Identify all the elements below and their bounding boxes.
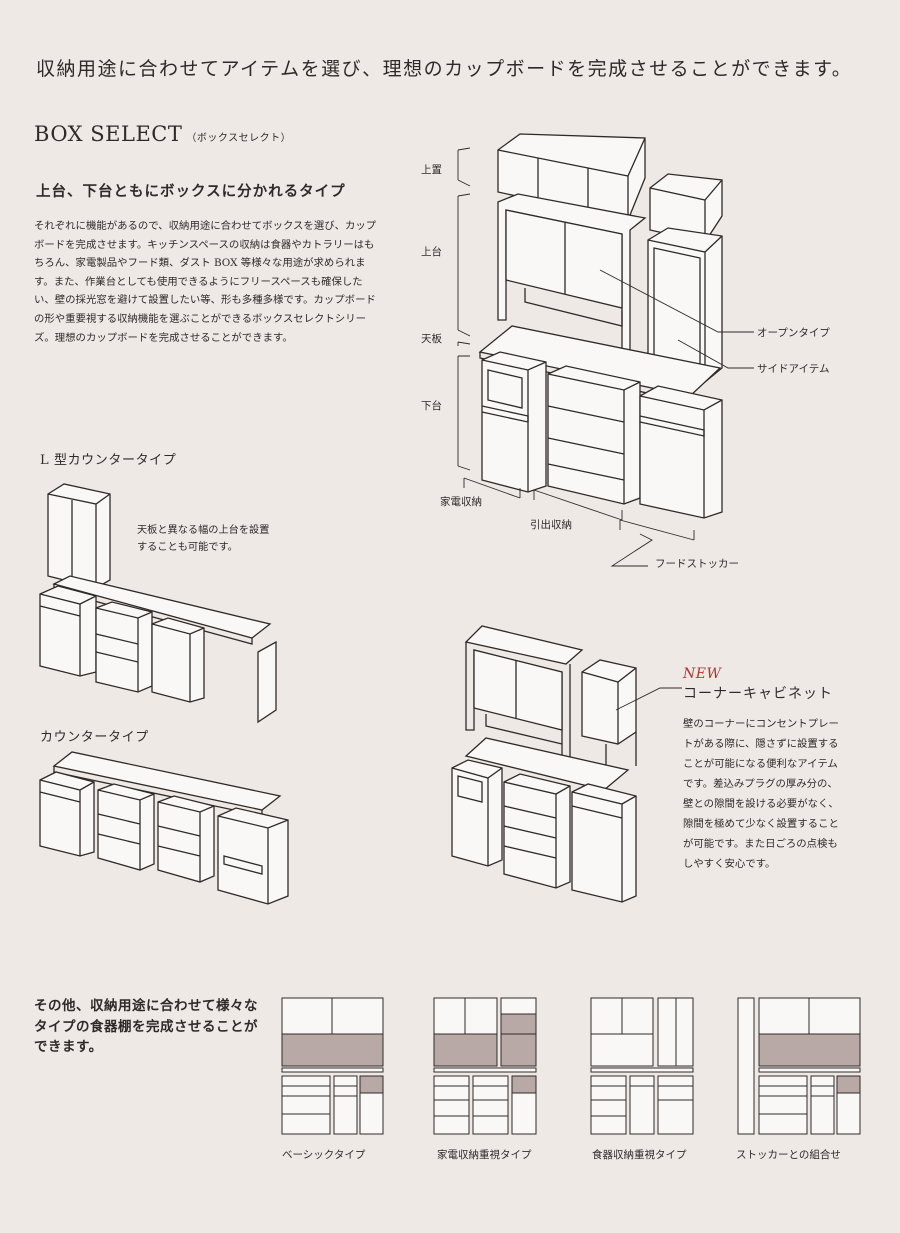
label-top-box: 上置 [421, 164, 442, 176]
label-food-stocker: フードストッカー [655, 558, 739, 570]
counter-type-title: カウンタータイプ [40, 730, 149, 745]
section-heading: BOX SELECT（ボックスセレクト） [34, 122, 291, 146]
box-type-title: 上台、下台ともにボックスに分かれるタイプ [36, 183, 346, 200]
new-tag: NEW [683, 666, 722, 682]
appliance-type-diagram [433, 997, 537, 1135]
box-type-body: それぞれに機能があるので、収納用途に合わせてボックスを選び、カップボードを完成さ… [34, 220, 377, 344]
counter-illustration [39, 751, 289, 905]
exploded-diagram [457, 133, 754, 567]
other-text: その他、収納用途に合わせて様々なタイプの食器棚を完成させることができます。 [34, 998, 258, 1055]
label-drawer: 引出収納 [530, 519, 572, 531]
corner-body: 壁のコーナーにコンセントプレートがある際に、隠さずに設置することが可能になる便利… [683, 718, 839, 870]
stocker-type-diagram [737, 997, 861, 1135]
label-counter: 天板 [421, 333, 442, 345]
caption-stocker: ストッカーとの組合せ [736, 1149, 841, 1161]
basic-type-diagram [281, 997, 384, 1135]
label-open-type: オープンタイプ [757, 327, 830, 339]
heading-paren: （ボックスセレクト） [186, 133, 292, 144]
label-appliance: 家電収納 [440, 496, 482, 508]
lead-text: 収納用途に合わせてアイテムを選び、理想のカップボードを完成させることができます。 [36, 58, 853, 80]
l-counter-illustration [39, 483, 277, 724]
caption-dish: 食器収納重視タイプ [592, 1149, 687, 1161]
corner-illustration [451, 625, 682, 903]
type-diagrams [281, 997, 861, 1135]
corner-title: コーナーキャビネット [683, 686, 833, 702]
l-counter-note: 天板と異なる幅の上台を設置することも可能です。 [137, 525, 270, 553]
caption-appliance: 家電収納重視タイプ [437, 1149, 532, 1161]
dish-type-diagram [590, 997, 694, 1135]
label-upper: 上台 [421, 246, 442, 258]
label-side-item: サイドアイテム [757, 363, 830, 375]
label-lower: 下台 [421, 400, 442, 412]
l-counter-title: L 型カウンタータイプ [40, 453, 177, 468]
heading-title: BOX SELECT [34, 122, 183, 146]
caption-basic: ベーシックタイプ [282, 1149, 366, 1161]
